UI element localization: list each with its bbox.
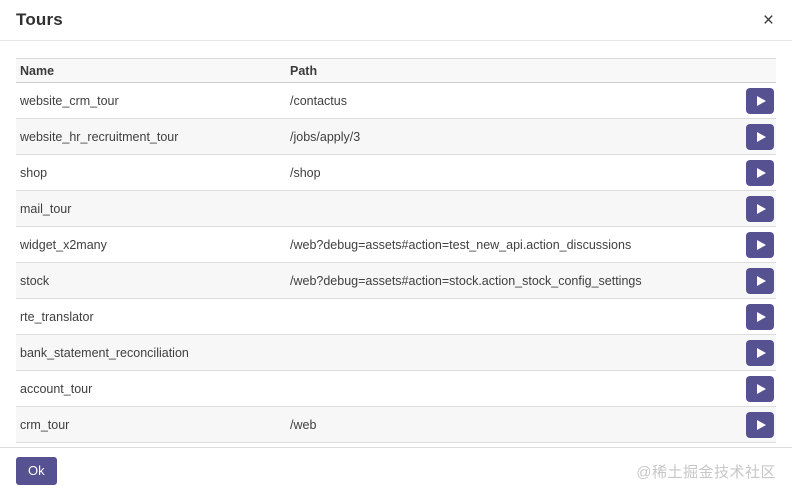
tour-action-cell [742, 227, 776, 263]
tours-table: Name Path website_crm_tour /contactus [16, 58, 776, 443]
tour-action-cell [742, 191, 776, 227]
table-row: account_tour [16, 371, 776, 407]
tour-action-cell [742, 371, 776, 407]
run-tour-button[interactable] [746, 231, 774, 258]
play-icon [756, 383, 766, 394]
tour-path: /contactus [290, 93, 347, 108]
table-row: widget_x2many /web?debug=assets#action=t… [16, 227, 776, 263]
run-tour-button[interactable] [746, 159, 774, 186]
table-row: website_hr_recruitment_tour /jobs/apply/… [16, 118, 776, 155]
play-icon [756, 239, 766, 250]
play-icon [756, 275, 766, 286]
table-row: rte_translator [16, 299, 776, 335]
run-tour-button[interactable] [746, 375, 774, 402]
tour-name: website_crm_tour [20, 93, 119, 108]
tour-path: /jobs/apply/3 [290, 129, 361, 144]
tour-path: /web?debug=assets#action=test_new_api.ac… [290, 237, 632, 252]
tour-action-cell [742, 407, 776, 443]
dialog-body: Name Path website_crm_tour /contactus [0, 41, 792, 447]
tour-path: /web [290, 417, 317, 432]
play-icon [756, 95, 766, 106]
tour-action-cell [742, 335, 776, 371]
tour-path [286, 191, 742, 227]
watermark: @稀土掘金技术社区 [636, 463, 776, 481]
dialog-title: Tours [16, 10, 63, 29]
tour-action-cell [742, 263, 776, 299]
play-icon [756, 131, 766, 142]
play-icon [756, 419, 766, 430]
run-tour-button[interactable] [746, 411, 774, 438]
dialog-header: Tours × [0, 0, 792, 41]
tour-name: crm_tour [20, 417, 70, 432]
table-header-row: Name Path [16, 58, 776, 83]
run-tour-button[interactable] [746, 303, 774, 330]
tour-path: /shop [290, 165, 321, 180]
column-header-path: Path [286, 58, 742, 83]
column-header-name: Name [16, 58, 286, 83]
ok-button[interactable]: Ok [16, 456, 57, 486]
tour-action-cell [742, 83, 776, 119]
table-row: crm_tour /web [16, 406, 776, 443]
tour-name: shop [20, 165, 48, 180]
tour-name: mail_tour [20, 201, 72, 216]
tour-path [286, 371, 742, 407]
tour-action-cell [742, 155, 776, 191]
run-tour-button[interactable] [746, 339, 774, 366]
column-header-action [742, 58, 776, 83]
table-body: website_crm_tour /contactus website_hr_r… [16, 83, 776, 443]
run-tour-button[interactable] [746, 195, 774, 222]
tour-name: account_tour [20, 381, 93, 396]
table-row: shop /shop [16, 155, 776, 191]
play-icon [756, 203, 766, 214]
dialog-footer: Ok @稀土掘金技术社区 [0, 447, 792, 494]
tour-path [286, 299, 742, 335]
tour-path [286, 335, 742, 371]
close-icon[interactable]: × [762, 9, 774, 31]
tour-name: website_hr_recruitment_tour [20, 129, 179, 144]
tour-action-cell [742, 299, 776, 335]
play-icon [756, 311, 766, 322]
table-row: bank_statement_reconciliation [16, 334, 776, 371]
tour-name: rte_translator [20, 309, 94, 324]
play-icon [756, 167, 766, 178]
run-tour-button[interactable] [746, 267, 774, 294]
table-row: website_crm_tour /contactus [16, 83, 776, 119]
tour-name: stock [20, 273, 50, 288]
tour-action-cell [742, 119, 776, 155]
play-icon [756, 347, 766, 358]
table-row: stock /web?debug=assets#action=stock.act… [16, 262, 776, 299]
table-row: mail_tour [16, 190, 776, 227]
tour-name: bank_statement_reconciliation [20, 345, 189, 360]
tour-path: /web?debug=assets#action=stock.action_st… [290, 273, 642, 288]
tour-name: widget_x2many [20, 237, 107, 252]
run-tour-button[interactable] [746, 87, 774, 114]
run-tour-button[interactable] [746, 123, 774, 150]
